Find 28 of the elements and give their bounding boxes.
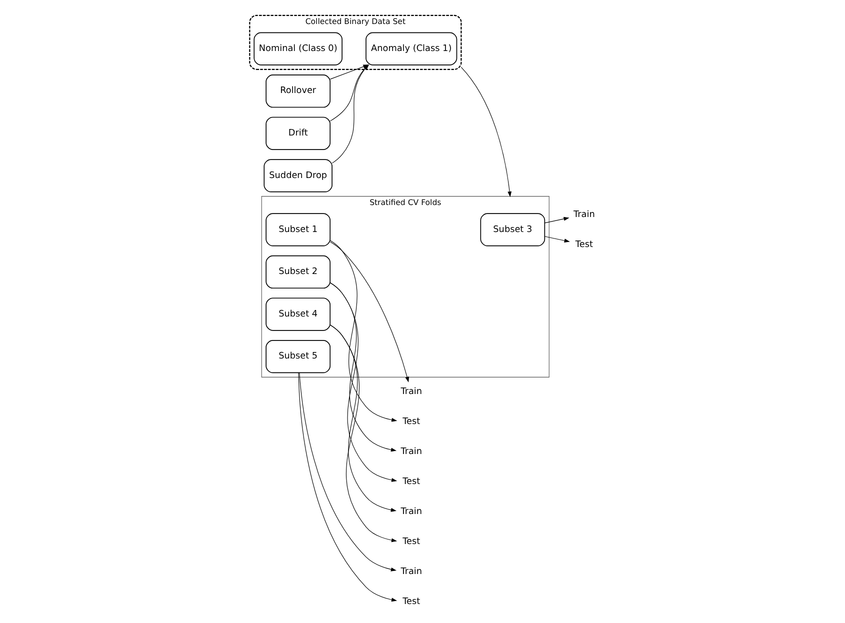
arrow bbox=[330, 324, 398, 542]
node-text: Test bbox=[575, 240, 593, 250]
arrow bbox=[544, 236, 570, 243]
arrow bbox=[330, 240, 398, 422]
node-text: Train bbox=[400, 567, 422, 578]
node-text: Test bbox=[402, 416, 420, 427]
node-text: Train bbox=[400, 386, 422, 397]
node-text: Test bbox=[402, 597, 420, 608]
node-text: Test bbox=[402, 476, 420, 487]
node-text: Train bbox=[400, 506, 422, 517]
node-box: Subset 1 bbox=[266, 213, 331, 246]
arrow bbox=[330, 282, 397, 452]
node-box: Anomaly (Class 1) bbox=[366, 32, 458, 66]
node-box: Rollover bbox=[266, 74, 331, 108]
node-box: Nominal (Class 0) bbox=[254, 32, 342, 66]
arrow bbox=[330, 282, 398, 482]
node-text: Train bbox=[400, 446, 422, 457]
node-box: Sudden Drop bbox=[264, 159, 332, 192]
node-text: Train bbox=[574, 210, 595, 220]
node-box: Subset 2 bbox=[266, 255, 331, 289]
node-box: Subset 4 bbox=[266, 298, 331, 331]
node-box: Drift bbox=[266, 116, 331, 150]
node-box: Subset 3 bbox=[480, 213, 546, 246]
node-box: Subset 5 bbox=[266, 340, 331, 374]
arrow bbox=[460, 66, 512, 198]
arrow bbox=[544, 216, 570, 224]
node-text: Test bbox=[402, 537, 420, 548]
arrow bbox=[330, 242, 410, 382]
